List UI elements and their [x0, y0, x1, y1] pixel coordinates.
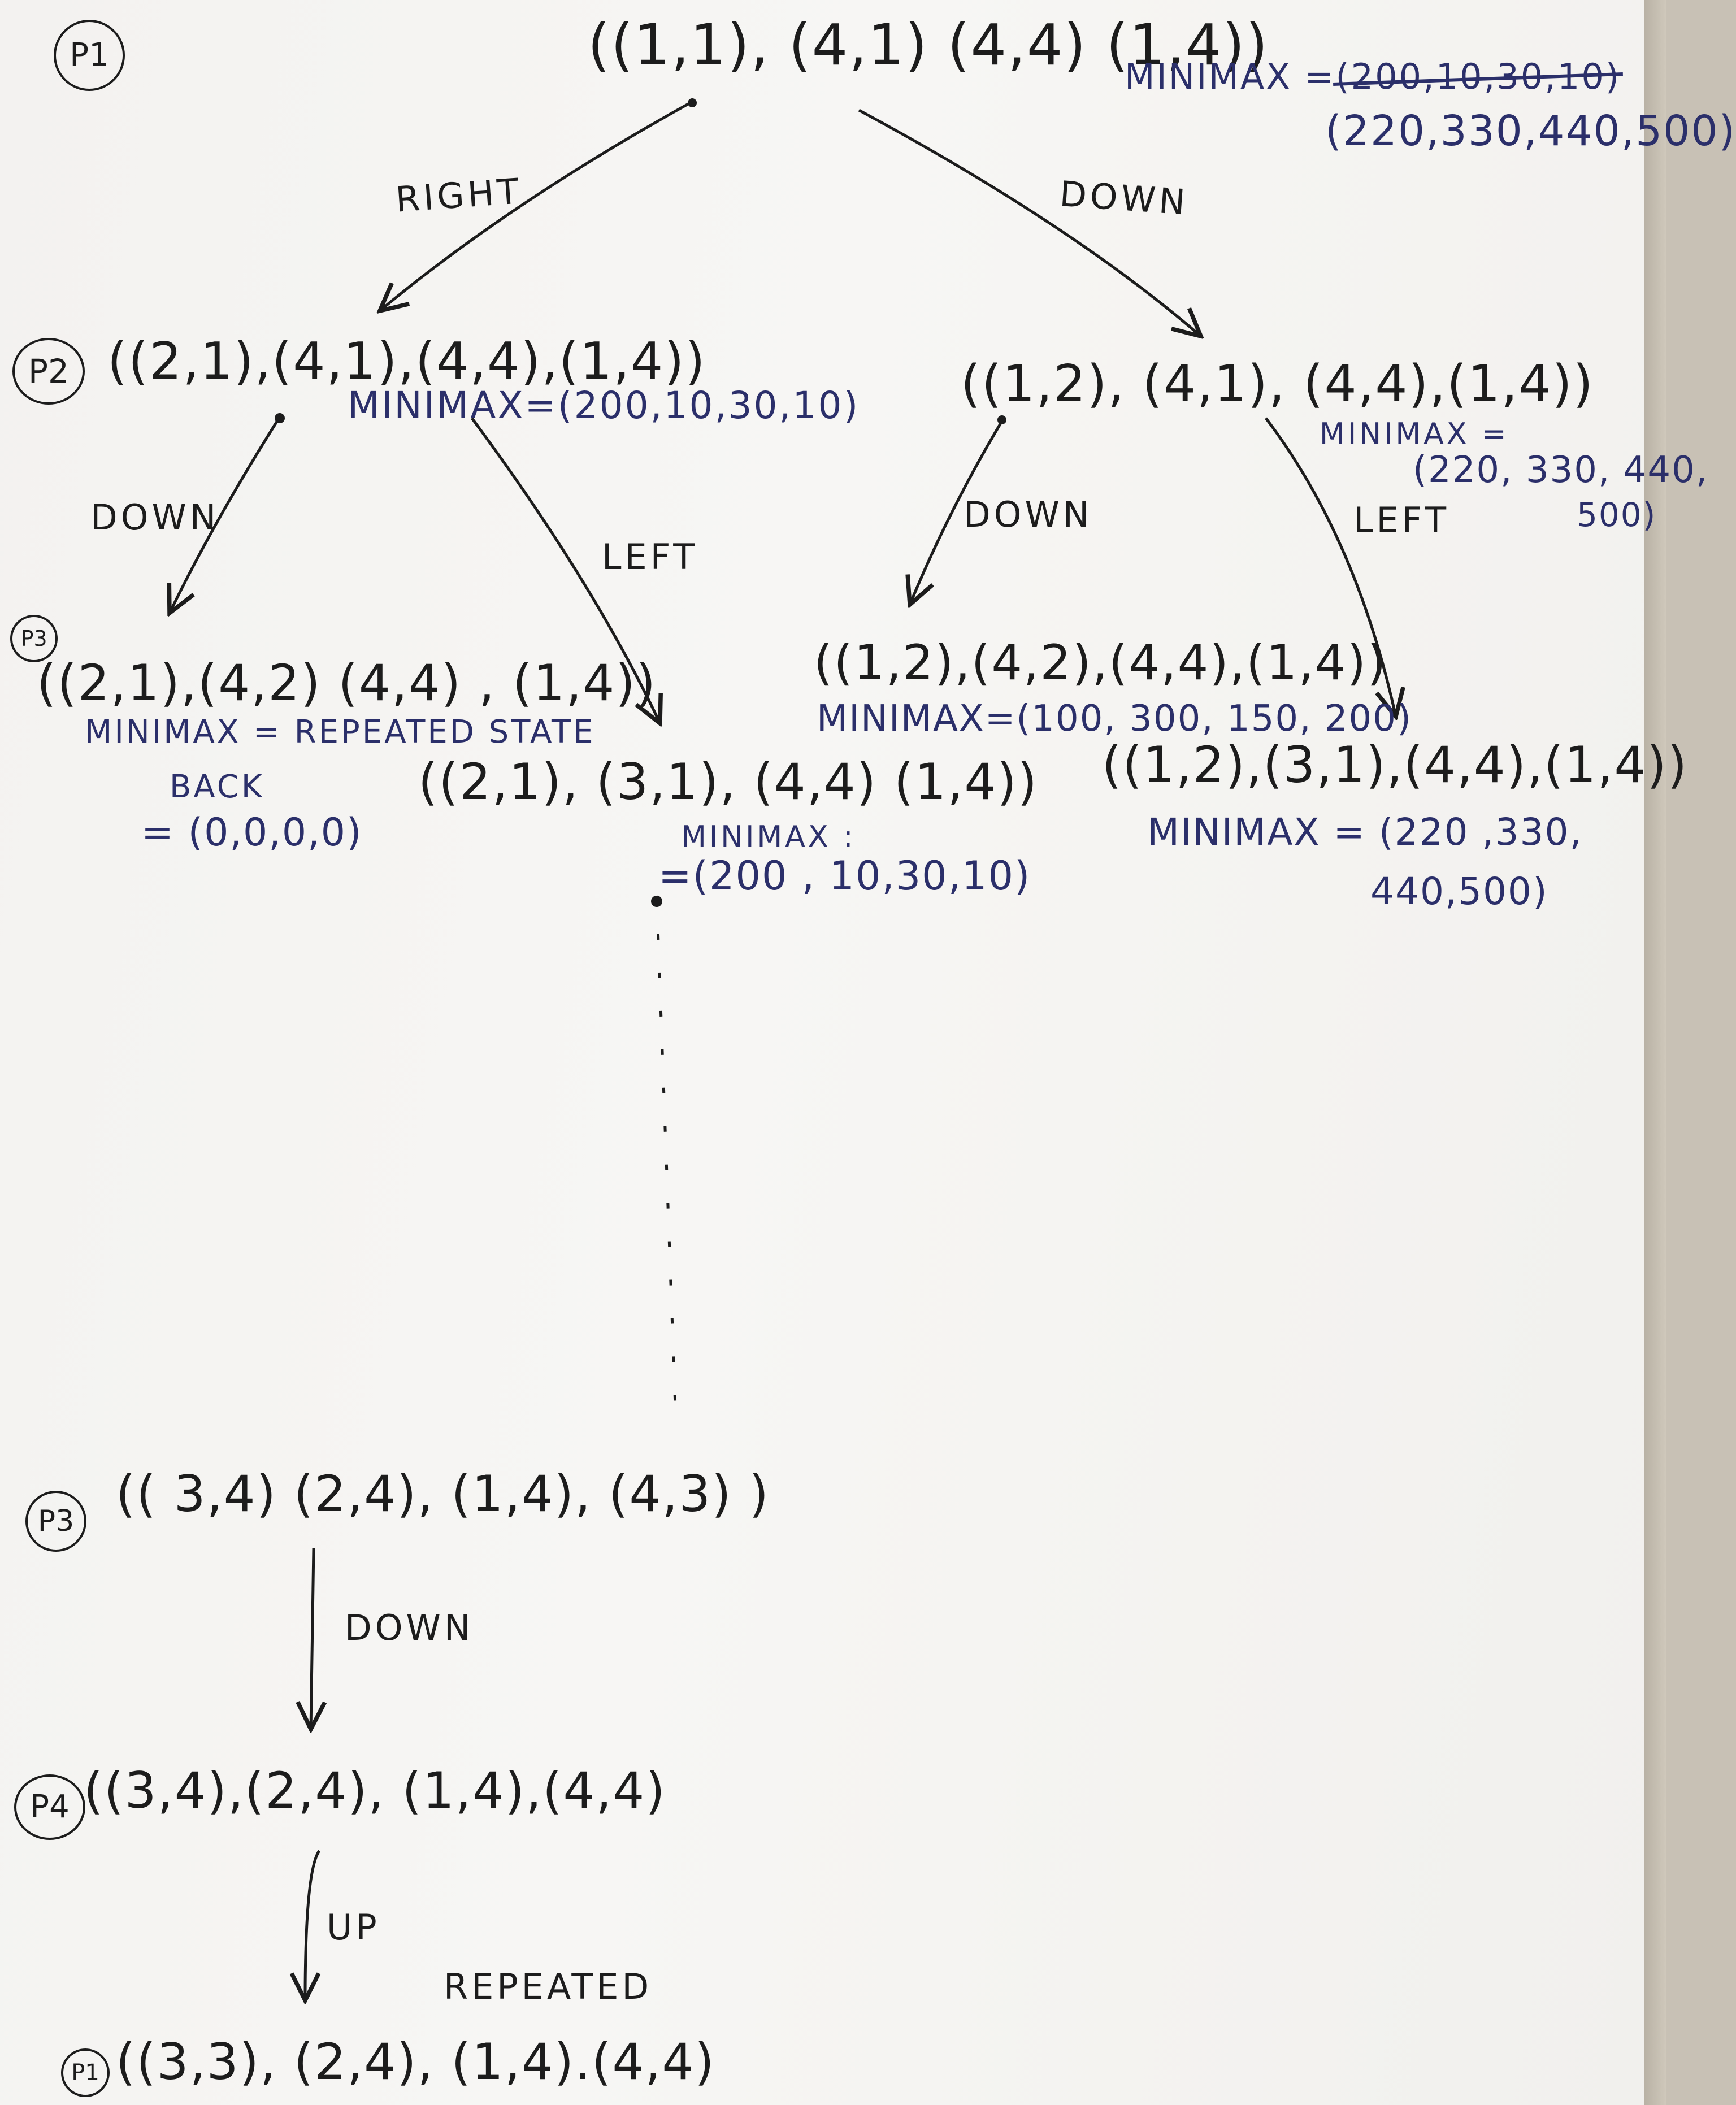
- paper-sheet: [0, 0, 1644, 2105]
- node-label-p4: P4: [14, 1774, 85, 1840]
- down-left-state: ((1,2),(3,1),(4,4),(1,4)): [1102, 736, 1689, 794]
- edge-label-down-right: DOWN: [964, 494, 1093, 535]
- node-label-p1-bottom: P1: [61, 2048, 110, 2097]
- node-label-p3-left: P3: [10, 615, 58, 662]
- left-node-state: ((2,1), (3,1), (4,4) (1,4)): [418, 753, 1038, 811]
- node-label-p3-bottom: P3: [25, 1491, 86, 1552]
- edge-label-left-right: LEFT: [1353, 500, 1450, 541]
- tree-edges: [0, 98, 1666, 2105]
- down-node-minimax-line2: 500): [1577, 496, 1657, 534]
- edge-label-up-bottom: UP: [327, 1907, 380, 1948]
- p3-left-state: ((2,1),(4,2) (4,4) , (1,4)): [37, 654, 657, 712]
- dot-down: [997, 415, 1006, 424]
- edge-up-bottom: [305, 1850, 319, 2000]
- p1-state: ((1,1), (4,1) (4,4) (1,4)): [588, 12, 1269, 78]
- edge-label-right: RIGHT: [394, 170, 524, 220]
- node-label-p2: P2: [12, 338, 85, 405]
- dot-p1: [688, 98, 697, 107]
- edge-label-down-bottom: DOWN: [345, 1607, 474, 1648]
- p3-left-minimax-line2: BACK: [170, 769, 264, 805]
- edge-down-left: [170, 416, 281, 613]
- edge-down-top: [858, 108, 1201, 336]
- edge-label-down-top: DOWN: [1058, 173, 1190, 223]
- p1-minimax-old: (200,10,30,10): [1335, 56, 1621, 97]
- dot-left: [651, 896, 662, 907]
- p1-minimax-new: (220,330,440,500): [1325, 107, 1736, 155]
- edge-label-left-mid: LEFT: [602, 536, 698, 578]
- dotted-continuation: [655, 895, 677, 1408]
- edge-right: [380, 100, 693, 311]
- down-down-state: ((1,2),(4,2),(4,4),(1,4)): [814, 635, 1387, 691]
- edge-down-right: [910, 418, 1005, 605]
- p3-bottom-state: (( 3,4) (2,4), (1,4), (4,3) ): [116, 1465, 770, 1523]
- edge-down-bottom: [311, 1548, 314, 1729]
- p3-left-minimax-line1: MINIMAX = REPEATED STATE: [85, 714, 596, 750]
- p3-left-minimax-line3: = (0,0,0,0): [141, 810, 363, 855]
- down-node-minimax-line1: (220, 330, 440,: [1413, 449, 1709, 491]
- left-node-minimax-label: MINIMAX :: [681, 820, 856, 854]
- edge-left-mid: [470, 417, 660, 723]
- down-left-minimax-line2: 440,500): [1370, 870, 1548, 913]
- down-node-state: ((1,2), (4,1), (4,4),(1,4)): [961, 354, 1594, 414]
- p1-minimax: MINIMAX =(200,10,30,10): [1125, 59, 1621, 94]
- edge-label-down-left: DOWN: [90, 497, 220, 538]
- left-node-minimax-value: =(200 , 10,30,10): [658, 853, 1031, 899]
- p2-minimax: MINIMAX=(200,10,30,10): [348, 384, 860, 427]
- dot-p2: [275, 413, 285, 423]
- down-down-minimax: MINIMAX=(100, 300, 150, 200): [817, 698, 1412, 740]
- node-label-p1: P1: [54, 20, 125, 91]
- edge-left-right: [1265, 417, 1396, 717]
- down-node-minimax-label: MINIMAX =: [1320, 417, 1509, 451]
- desk-edge: [1644, 0, 1666, 2105]
- p2-state: ((2,1),(4,1),(4,4),(1,4)): [107, 332, 706, 391]
- p4-state: ((3,4),(2,4), (1,4),(4,4): [84, 1761, 666, 1820]
- p1-minimax-label: MINIMAX =: [1125, 56, 1336, 97]
- repeated-note: REPEATED: [444, 1966, 653, 2007]
- down-left-minimax-line1: MINIMAX = (220 ,330,: [1147, 810, 1583, 854]
- p1-bottom-state: ((3,3), (2,4), (1,4).(4,4): [116, 2033, 715, 2091]
